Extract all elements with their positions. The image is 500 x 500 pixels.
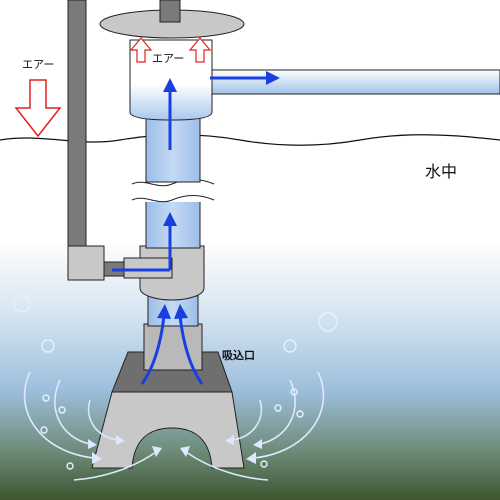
air-pipe-elbow: [67, 245, 105, 281]
swirl-arrow-icon: [185, 451, 269, 481]
swirl-arrow-icon: [88, 439, 97, 449]
underwater-label: 水中: [425, 162, 458, 181]
swirl-arrow-icon: [225, 435, 234, 445]
flow-arrow-icon: [163, 212, 177, 226]
down-air-arrow-icon: [14, 79, 62, 138]
air-label-left: エアー: [22, 58, 55, 71]
bubble-icon: [260, 460, 268, 468]
swirl-arrow-icon: [54, 379, 91, 445]
bubble-icon: [318, 312, 338, 332]
swirl-arrow-icon: [87, 399, 119, 441]
swirl-arrow-icon: [116, 435, 125, 445]
flow-arrow-icon: [163, 78, 177, 92]
bubble-icon: [296, 410, 304, 418]
up-air-arrow-icon: [188, 37, 212, 63]
swirl-arrow-icon: [253, 371, 325, 459]
flow-arrow-icon: [157, 304, 171, 319]
break-line-bottom: [131, 195, 215, 203]
swirl-arrow-icon: [23, 371, 95, 459]
flow-arrow-icon: [140, 315, 166, 385]
swirl-arrow-icon: [259, 379, 296, 445]
cap-vent-pipe: [159, 0, 181, 23]
flow-arrowheads: [157, 71, 280, 319]
swirl-arrow-icon: [246, 452, 256, 464]
flow-arrow-icon: [174, 304, 188, 319]
flow-arrow-icon: [266, 71, 280, 85]
swirl-arrowheads: [88, 435, 262, 464]
swirl-arrow-icon: [73, 451, 157, 481]
injector-side-port: [123, 257, 173, 279]
riser-lower-tube: [147, 295, 199, 327]
flow-arrows: [112, 76, 268, 385]
swirl-arrow-icon: [92, 452, 102, 464]
outlet-pipe: [205, 69, 500, 95]
bubble-icon: [13, 295, 31, 313]
swirl-arrow-icon: [180, 446, 190, 457]
intake-label: 吸込口: [222, 349, 255, 362]
break-gap: [130, 180, 216, 202]
bubble-icon: [274, 404, 282, 412]
bubble-icon: [42, 394, 50, 402]
intake-base: [91, 391, 245, 469]
riser-tube-upper: [145, 117, 201, 183]
flow-arrow-icon: [178, 315, 204, 385]
swirl-arrow-icon: [253, 439, 262, 449]
bubble-icon: [58, 406, 66, 414]
bubble-icon: [283, 339, 297, 353]
air-label-top: エアー: [152, 52, 185, 65]
swirl-arrow-icon: [152, 446, 162, 457]
swirl-arrows: [23, 371, 325, 481]
bubble-icon: [41, 339, 55, 353]
swirl-arrow-icon: [231, 399, 263, 441]
up-air-arrow-icon: [129, 37, 153, 63]
bubble-icon: [40, 426, 48, 434]
bubble-icon: [66, 462, 74, 470]
break-line-top: [131, 179, 215, 187]
air-supply-pipe: [67, 0, 87, 253]
